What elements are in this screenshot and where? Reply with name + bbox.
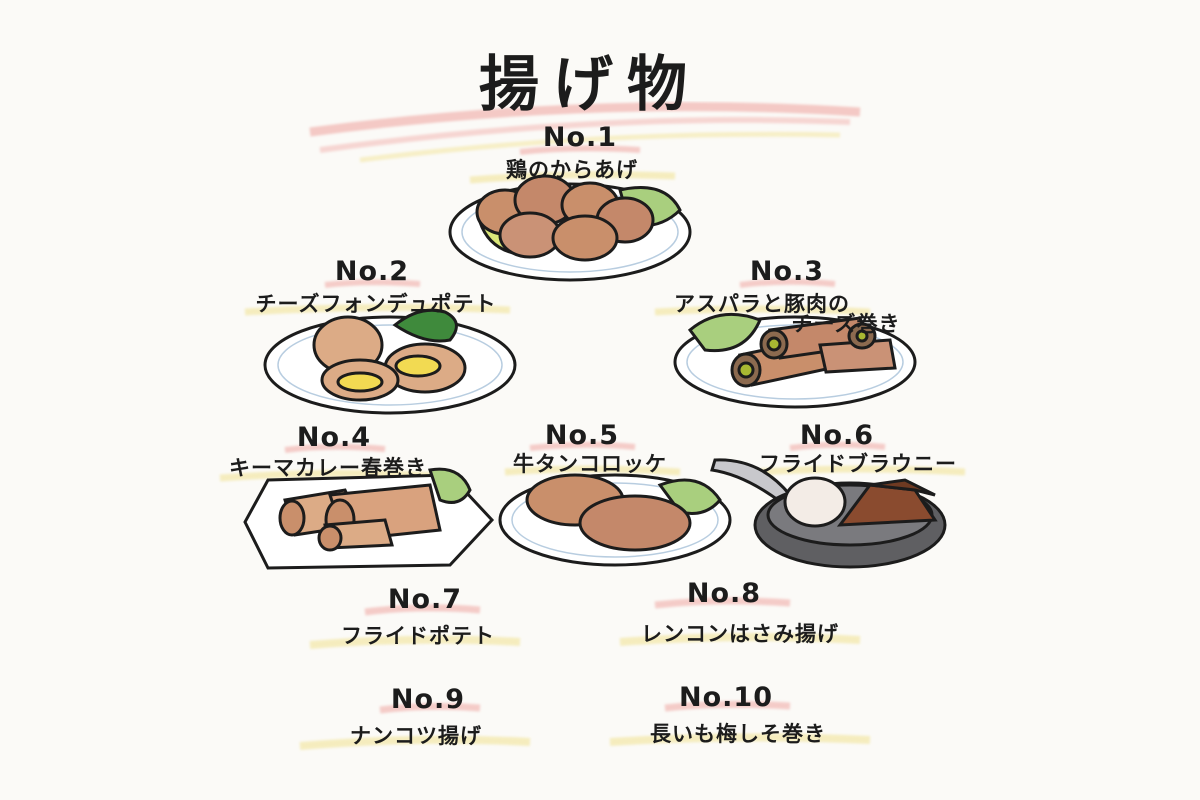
rank-6-name: フライドブラウニー — [759, 452, 957, 476]
page-title: 揚げ物 — [479, 50, 701, 120]
rank-3-name-line2: チーズ巻き — [791, 312, 901, 336]
title-underline-marker — [309, 102, 861, 163]
brownie-skillet-drawing — [710, 458, 947, 569]
rank-8-number: No.8 — [686, 578, 762, 609]
rank-8-name: レンコンはさみ揚げ — [641, 622, 839, 646]
rank-5-name: 牛タンコロッケ — [513, 452, 667, 476]
asparagus-roll-plate-drawing — [673, 312, 917, 409]
rank-3-number: No.3 — [749, 256, 825, 287]
rank-9-number: No.9 — [390, 684, 466, 715]
rank-2-name: チーズフォンデュポテト — [255, 292, 497, 316]
spring-roll-plate-drawing — [243, 467, 495, 570]
rank-4-number: No.4 — [296, 422, 372, 453]
rank-10-number: No.10 — [679, 682, 773, 713]
rank-1-number: No.1 — [542, 122, 618, 153]
rank-7-name: フライドポテト — [341, 624, 495, 648]
label-highlight-markers — [219, 145, 966, 750]
rank-7-number: No.7 — [387, 584, 463, 615]
croquette-plate-drawing — [498, 473, 732, 567]
rank-10-name: 長いも梅しそ巻き — [650, 722, 826, 746]
rank-4-name: キーマカレー春巻き — [229, 456, 427, 480]
karaage-plate-drawing — [448, 174, 692, 282]
cheese-potato-plate-drawing — [263, 308, 517, 415]
rank-9-name: ナンコツ揚げ — [350, 724, 482, 748]
rank-6-number: No.6 — [799, 420, 875, 451]
rank-1-name: 鶏のからあげ — [506, 158, 638, 182]
rank-5-number: No.5 — [544, 420, 620, 451]
rank-2-number: No.2 — [334, 256, 410, 287]
rank-3-name: アスパラと豚肉の — [674, 292, 850, 316]
